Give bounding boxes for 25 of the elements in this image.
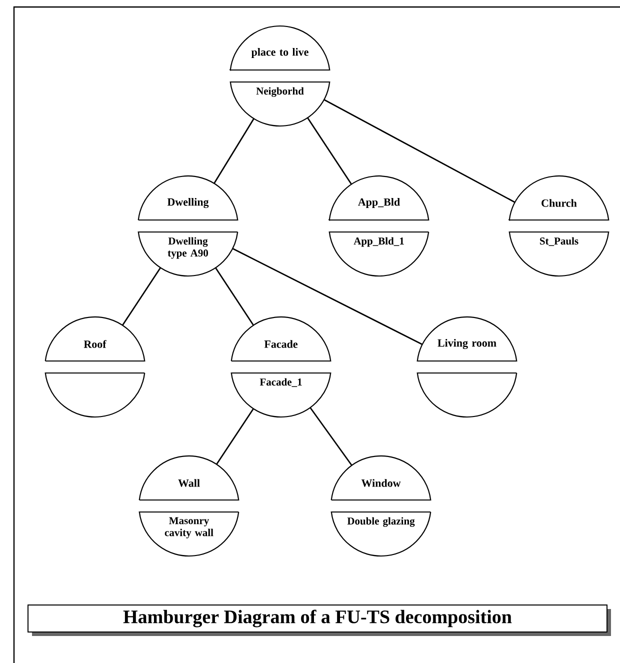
hamburger-node: Window Double glazing [330,455,432,557]
node-label: Church [542,199,577,207]
node-label: Masonry cavity wall [164,517,214,538]
hamburger-node: Facade Facade_1 [230,316,332,418]
connector-line [232,248,423,345]
hamburger-node: Roof [44,316,146,418]
connector-line [310,407,352,466]
connector-line [214,118,254,184]
hamburger-node: App_Bld App_Bld_1 [328,175,430,277]
caption-box: Hamburger Diagram of a FU-TS decomposition [28,604,611,636]
connector-line [307,118,352,184]
hamburger-node: Living room [416,316,518,418]
connector-line [122,268,161,326]
hamburger-node: Wall Masonry cavity wall [138,455,240,557]
node-label: Facade_1 [260,378,302,387]
node-label: Dwelling [167,198,209,208]
node-label: Double glazing [347,517,415,527]
hamburger-node: Church St_Pauls [508,175,610,277]
hamburger-node: Dwelling Dwelling type A90 [138,175,238,277]
connector-line [216,408,254,465]
node-label: App_Bld [358,198,400,208]
hamburger-node: place to live Neigborhd [230,25,330,127]
connector-line [324,99,516,203]
node-label: Neigborhd [256,87,304,97]
connector-line [215,268,254,326]
